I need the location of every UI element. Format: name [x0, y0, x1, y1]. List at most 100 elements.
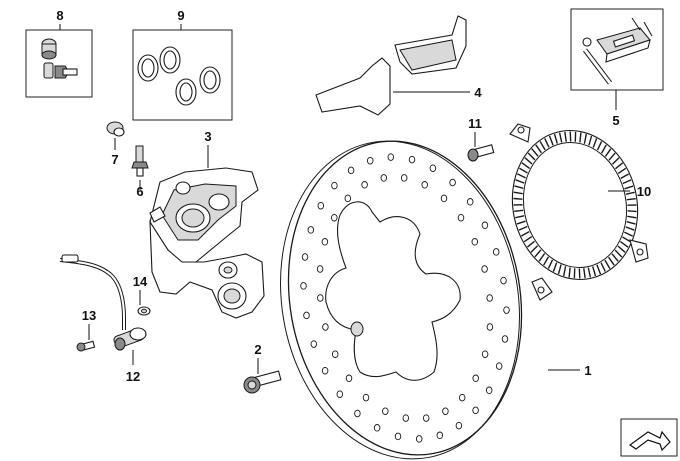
vent-hole: [382, 407, 389, 415]
ring-tooth: [514, 209, 524, 212]
bolt-11-part: [467, 144, 495, 162]
ring-tooth: [623, 231, 634, 237]
disc-vent-holes: [300, 153, 510, 443]
abs-ring-part: [509, 123, 649, 301]
vent-hole: [472, 374, 479, 383]
ring-tooth: [539, 140, 546, 151]
ring-tooth: [548, 135, 554, 146]
callout-6: 6: [136, 184, 143, 199]
callout-8: 8: [56, 8, 63, 23]
ring-tooth: [611, 157, 620, 165]
ring-tooth: [617, 245, 626, 253]
bleeder-cap-7-part: [106, 121, 125, 137]
ring-tooth: [619, 241, 629, 248]
vent-hole: [492, 248, 500, 256]
ring-tooth: [558, 132, 563, 143]
callout-3: 3: [204, 129, 211, 144]
bolt-2-part: [243, 370, 282, 394]
ring-tooth: [513, 191, 523, 195]
ring-tooth: [592, 138, 598, 148]
callout-7: 7: [111, 152, 118, 167]
ring-tooth: [626, 198, 636, 201]
vent-hole: [331, 181, 338, 190]
callout-12: 12: [126, 369, 140, 384]
callout-11: 11: [468, 116, 482, 131]
ring-tooth: [624, 185, 634, 190]
ring-tooth: [518, 225, 528, 231]
pad-spring-part: [596, 17, 653, 63]
vent-hole: [457, 213, 465, 222]
leader-lines: [59, 24, 630, 374]
vent-hole: [321, 366, 329, 375]
vent-hole: [317, 201, 325, 210]
bleed-screw-part: [43, 62, 78, 79]
ring-tooth: [604, 259, 611, 270]
ring-tooth: [516, 220, 526, 225]
ring-tooth: [557, 264, 562, 275]
ring-tooth: [622, 179, 632, 185]
abs-sensor-part: [59, 254, 147, 351]
ring-tooth: [604, 148, 612, 157]
abs-ring-teeth: [513, 131, 637, 279]
ring-tooth: [523, 236, 533, 243]
inset-box-9: [132, 29, 233, 121]
ring-tooth: [513, 197, 523, 200]
ring-tooth: [620, 173, 630, 180]
inset-box-8: [25, 29, 93, 98]
ring-tooth: [615, 162, 624, 170]
ring-tooth: [515, 179, 525, 184]
ring-tooth: [583, 268, 586, 279]
vent-hole: [321, 238, 329, 246]
ring-tooth: [627, 210, 637, 213]
ring-tooth: [569, 131, 572, 142]
vent-hole: [486, 294, 493, 302]
vent-hole: [361, 181, 368, 189]
ring-tooth: [600, 144, 607, 154]
vent-hole: [472, 406, 479, 415]
ring-tooth: [617, 167, 627, 174]
vent-hole: [345, 374, 353, 383]
vent-hole: [366, 156, 374, 165]
ring-tooth: [543, 256, 550, 266]
ring-tooth: [538, 253, 546, 262]
callout-9: 9: [177, 8, 184, 23]
bleed-cap-part: [41, 38, 57, 60]
ring-tooth: [588, 135, 593, 146]
vent-hole: [455, 421, 463, 430]
vent-hole: [387, 153, 395, 161]
ring-tooth: [625, 191, 635, 195]
ring-tooth: [552, 262, 558, 272]
ring-tooth: [578, 268, 581, 279]
vent-hole: [303, 311, 310, 320]
ring-tooth: [553, 133, 558, 144]
ring-tooth: [568, 267, 571, 278]
vent-hole: [422, 414, 430, 422]
ring-tooth: [530, 245, 539, 253]
ring-tooth: [611, 253, 619, 262]
vent-hole: [408, 155, 416, 164]
ring-tooth: [614, 249, 623, 258]
ring-tooth: [579, 132, 582, 143]
brake-disc-part: [280, 140, 523, 460]
ring-tooth: [521, 162, 531, 169]
vent-hole: [394, 432, 402, 441]
ring-tooth: [627, 215, 637, 219]
callout-5: 5: [612, 113, 619, 128]
ring-tooth: [622, 236, 631, 243]
ring-tooth: [526, 240, 535, 248]
ring-tooth: [544, 138, 550, 148]
vent-hole: [344, 194, 352, 203]
ring-tooth: [625, 226, 635, 231]
vent-hole: [440, 194, 448, 203]
ring-tooth: [515, 215, 525, 219]
ring-tooth: [564, 131, 567, 142]
vent-hole: [362, 393, 370, 402]
inset-box-5: [570, 8, 664, 91]
vent-hole: [300, 282, 307, 290]
callout-2: 2: [254, 342, 261, 357]
seal-rings-part: [137, 46, 221, 106]
screw-13-part: [76, 340, 96, 352]
vent-hole: [380, 174, 388, 182]
vent-hole: [436, 431, 444, 440]
